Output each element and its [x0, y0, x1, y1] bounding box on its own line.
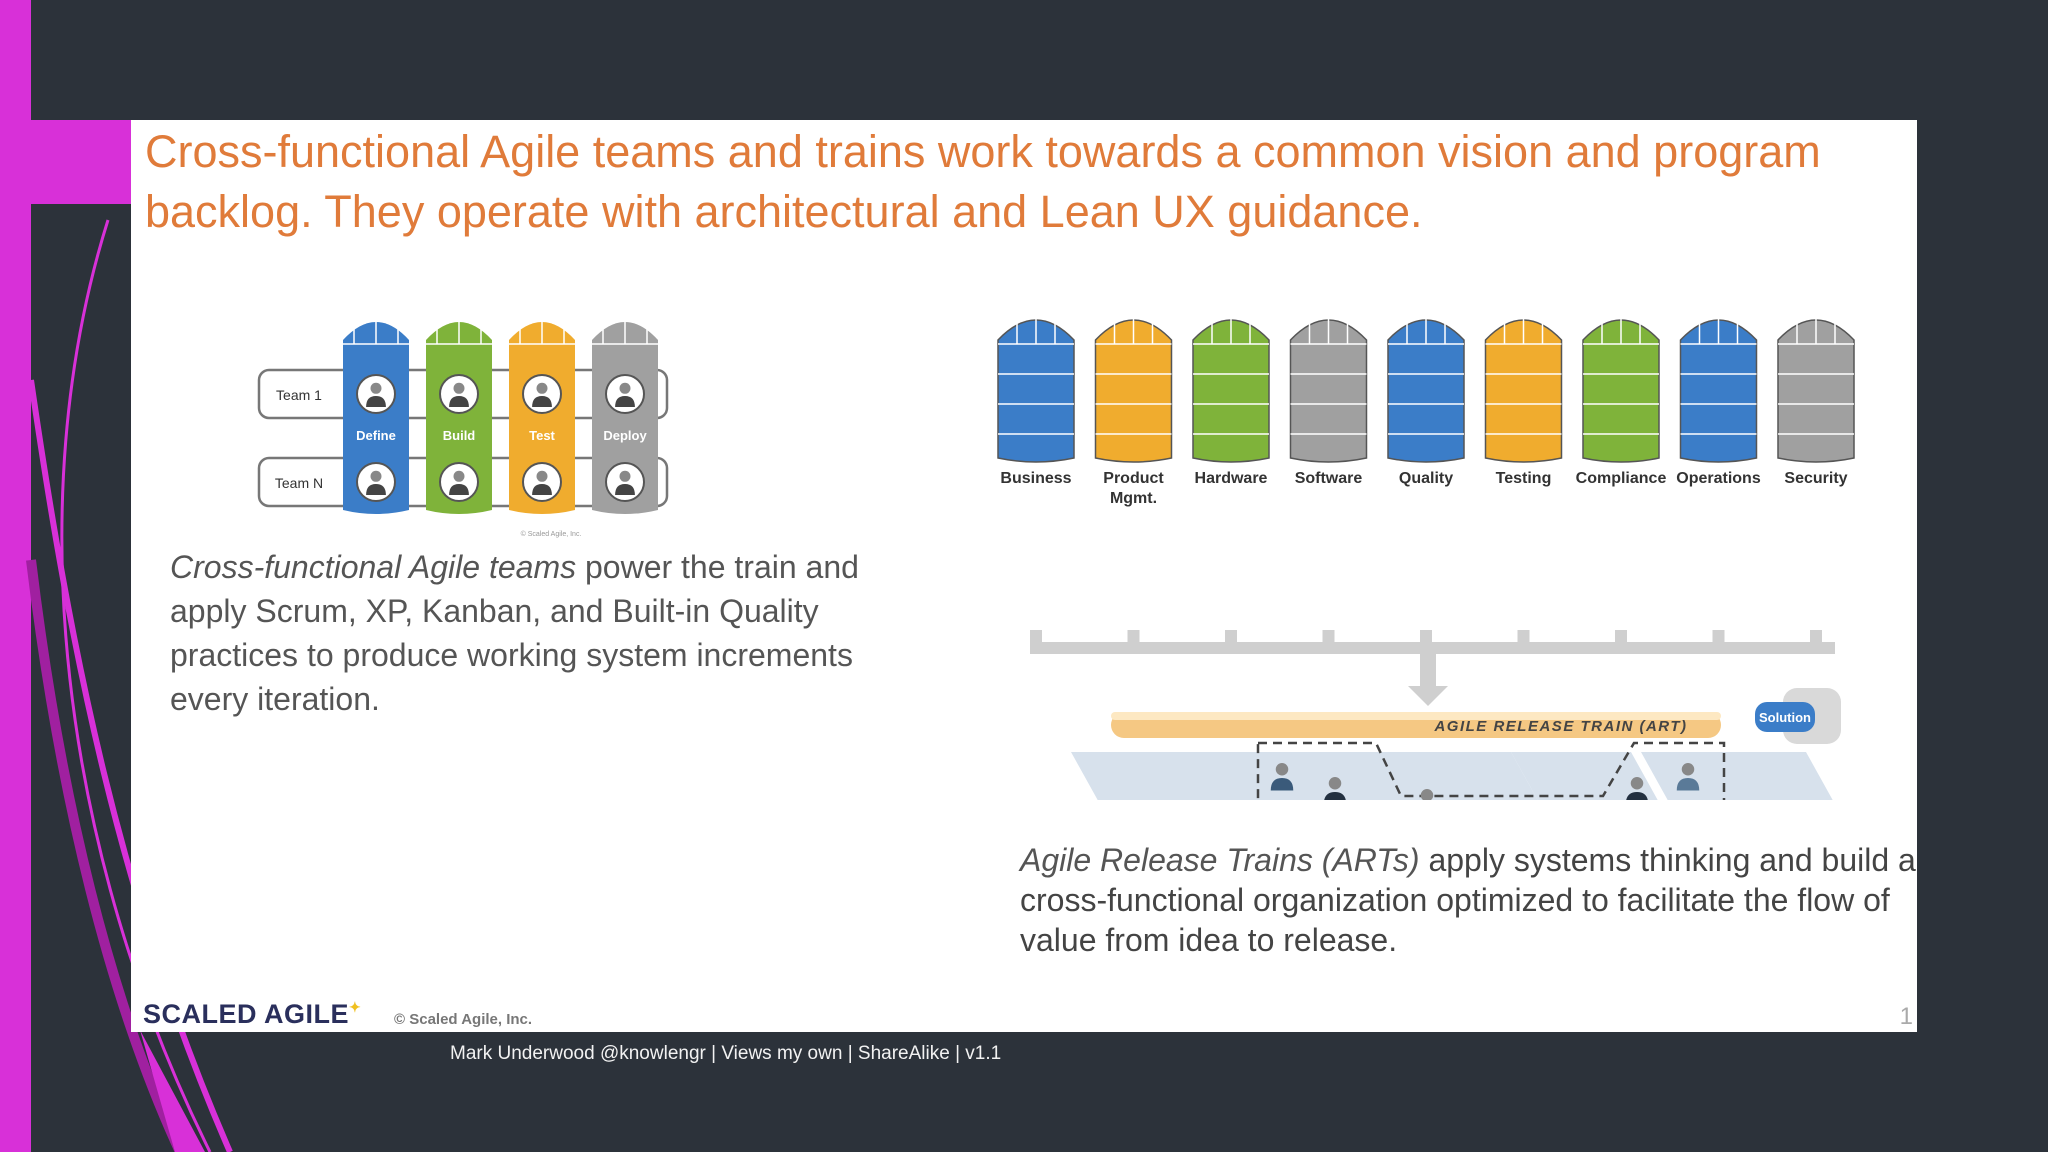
- department-silo: [997, 314, 1075, 463]
- brand-star-icon: ✦: [349, 999, 362, 1015]
- person-icon: [366, 470, 386, 495]
- slide-headline: Cross-functional Agile teams and trains …: [145, 126, 1821, 237]
- department-silo: [1777, 314, 1855, 463]
- person-icon: [449, 382, 469, 407]
- page-number: 1: [1899, 1003, 1913, 1030]
- department-silo: [1582, 314, 1660, 463]
- team-silo: [343, 322, 409, 514]
- silo-label: Operations: [1676, 470, 1761, 487]
- left-description: Cross-functional Agile teams power the t…: [170, 545, 910, 721]
- copyright-text: © Scaled Agile, Inc.: [394, 1011, 533, 1028]
- department-silo: [1679, 314, 1758, 463]
- solution-label: Solution: [1759, 710, 1811, 725]
- person-icon: [1676, 763, 1700, 791]
- silo-label: Hardware: [1195, 470, 1268, 487]
- accent-bar: [0, 0, 31, 1152]
- silo-label: Compliance: [1576, 470, 1667, 487]
- team-silo: [509, 322, 575, 514]
- silo-label: Software: [1295, 470, 1363, 487]
- left-description-rest: power the train and apply Scrum, XP, Kan…: [170, 549, 859, 717]
- team-boundary: [1256, 741, 1726, 800]
- footer-text: Mark Underwood @knowlengr | Views my own…: [450, 1043, 1002, 1064]
- train-label: AGILE RELEASE TRAIN (ART): [1433, 718, 1687, 735]
- silo-label: Product: [1103, 470, 1164, 487]
- slide: Cross-functional Agile teams and trains …: [131, 120, 1917, 1032]
- silo-label: Business: [1000, 470, 1071, 487]
- department-silo: [1289, 314, 1368, 463]
- person-icon: [615, 470, 635, 495]
- brand-name: SCALED AGILE: [143, 999, 350, 1029]
- silo-label: Testing: [1496, 470, 1552, 487]
- person-icon: [366, 382, 386, 407]
- value-stream-chevrons: [1071, 752, 1833, 800]
- department-silo: [1094, 314, 1173, 463]
- person-icon: [1270, 763, 1294, 791]
- decorative-swoosh: [26, 219, 233, 1152]
- right-description: Agile Release Trains (ARTs) apply system…: [1020, 840, 1917, 960]
- person-icon: [1420, 789, 1434, 800]
- right-description-italic: Agile Release Trains (ARTs): [1020, 842, 1420, 878]
- person-icon: [1324, 777, 1346, 800]
- person-icon: [1626, 777, 1648, 800]
- silo-label: Security: [1784, 470, 1847, 487]
- person-icon: [532, 470, 552, 495]
- right-description-rest: apply systems thinking and build a cross…: [1020, 842, 1916, 958]
- brand-logo: SCALED AGILE✦: [143, 999, 361, 1030]
- diagram-copyright: © Scaled Agile, Inc.: [521, 530, 582, 538]
- person-icon: [532, 382, 552, 407]
- team-label: Team N: [275, 475, 323, 491]
- person-icon: [449, 470, 469, 495]
- step-label: Deploy: [603, 428, 647, 443]
- release-train-bar: [1111, 712, 1721, 738]
- collector-bracket: [1030, 630, 1835, 706]
- department-silo: [1387, 314, 1465, 463]
- team-silo-diagram: Team 1 Team N Define Build Test Deploy © Scale…: [257, 322, 669, 538]
- team-silo: [426, 322, 492, 514]
- step-label: Build: [443, 428, 476, 443]
- team-label: Team 1: [276, 387, 322, 403]
- accent-tab: [31, 120, 131, 204]
- team-silo: [592, 322, 658, 514]
- person-icon: [615, 382, 635, 407]
- solution-badge: [1755, 702, 1815, 732]
- silo-label: Mgmt.: [1110, 490, 1157, 507]
- left-description-italic: Cross-functional Agile teams: [170, 549, 577, 585]
- step-label: Define: [356, 428, 396, 443]
- silo-label: Quality: [1399, 470, 1453, 487]
- department-silo: [1192, 314, 1270, 463]
- department-silo: [1484, 314, 1563, 463]
- step-label: Test: [529, 428, 555, 443]
